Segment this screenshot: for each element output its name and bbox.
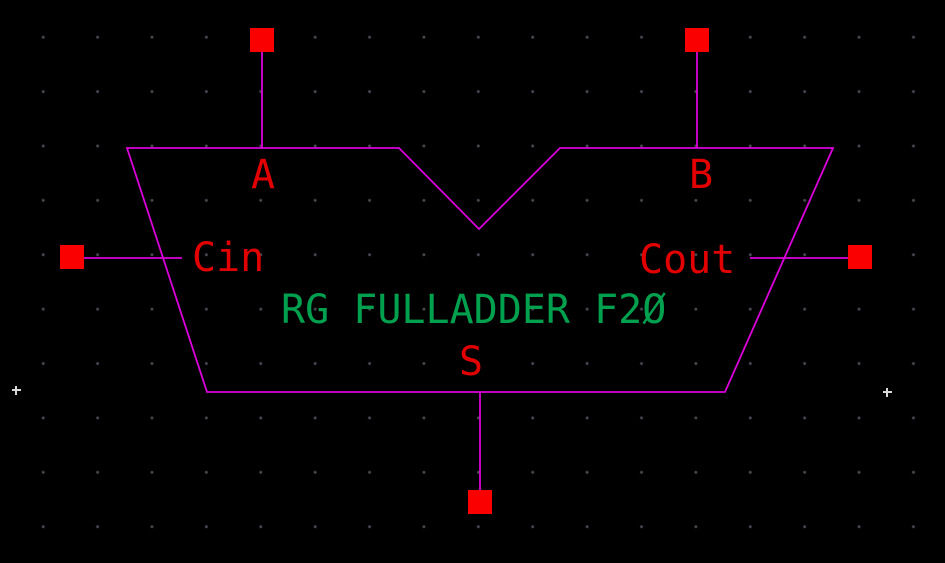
pin-square-cin-icon[interactable] <box>60 245 84 269</box>
pin-label-cout[interactable]: Cout <box>639 237 736 283</box>
pin-label-cin[interactable]: Cin <box>192 235 265 281</box>
pin-square-b-icon[interactable] <box>685 28 709 52</box>
pin-square-s-icon[interactable] <box>468 490 492 514</box>
pin-label-a[interactable]: A <box>251 152 276 198</box>
symbol-cell-label[interactable]: RG FULLADDER F2Ø <box>281 287 667 333</box>
pin-square-a-icon[interactable] <box>250 28 274 52</box>
pin-label-b[interactable]: B <box>689 152 714 198</box>
origin-marker-right-icon <box>883 388 892 397</box>
pin-square-cout-icon[interactable] <box>848 245 872 269</box>
origin-marker-left-icon <box>12 386 21 395</box>
pin-label-s[interactable]: S <box>459 339 484 385</box>
